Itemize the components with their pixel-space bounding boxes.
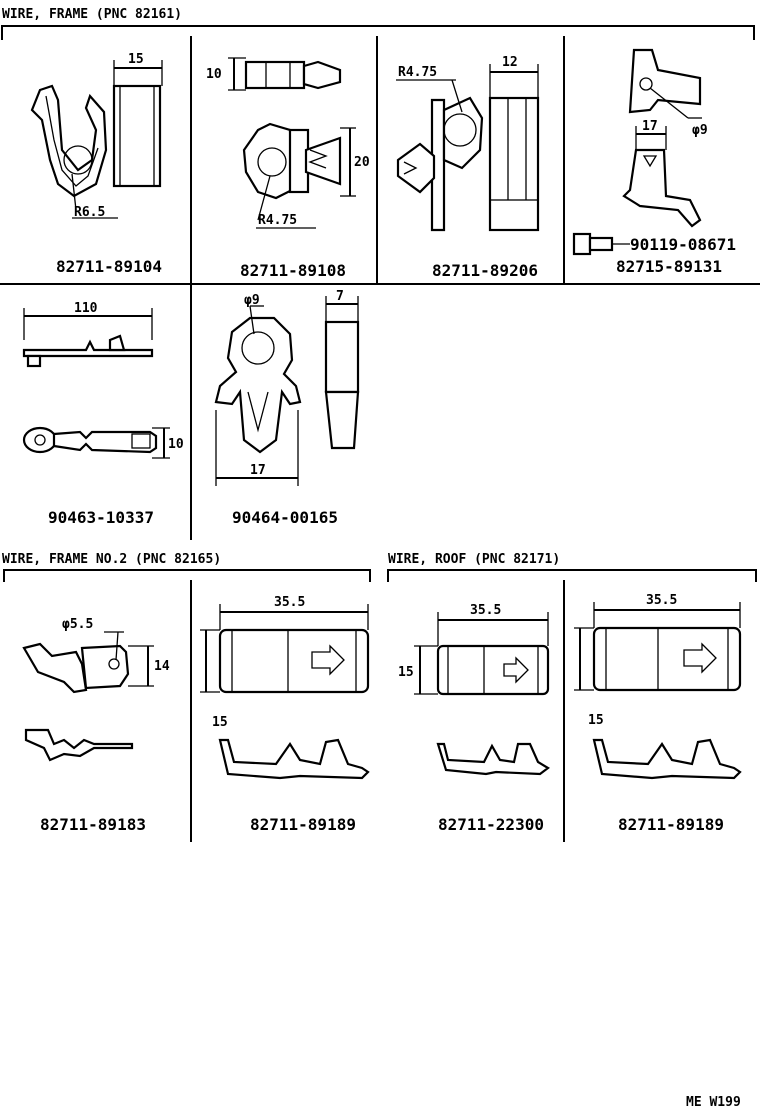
dim-length: 35.5 xyxy=(274,595,305,610)
dim-height: 15 xyxy=(588,713,604,728)
clip-82711-89183: φ5.5 14 82711-89183 xyxy=(22,617,170,834)
part-number: 82711-22300 xyxy=(438,815,544,834)
drawing-code: ME W199 xyxy=(686,1095,741,1110)
dim-width: 10 xyxy=(168,437,184,452)
bracket-82715-89131: φ9 17 90119-08671 82715-89131 xyxy=(572,48,736,276)
part-number: 82711-89104 xyxy=(56,257,162,276)
clip-90464-00165: φ9 17 7 90464-00165 xyxy=(214,289,360,527)
part-number: 90464-00165 xyxy=(232,508,338,527)
part-number-screw: 90119-08671 xyxy=(630,235,736,254)
dim-height: 15 xyxy=(398,665,414,680)
dim-hole: φ5.5 xyxy=(62,617,93,632)
dim-width: 15 xyxy=(128,52,144,67)
section-title-wire-frame: WIRE, FRAME (PNC 82161) xyxy=(2,7,182,22)
section-title-wire-roof: WIRE, ROOF (PNC 82171) xyxy=(388,552,560,567)
dim-height: 10 xyxy=(206,67,222,82)
dim-thickness: 7 xyxy=(336,289,344,304)
dim-radius: R6.5 xyxy=(74,205,105,220)
dim-length: 35.5 xyxy=(646,593,677,608)
part-number: 82711-89189 xyxy=(618,815,724,834)
dim-hole: φ9 xyxy=(692,123,708,138)
dim-width: 12 xyxy=(502,55,518,70)
dim-height: 20 xyxy=(354,155,370,170)
screw-90119-08671 xyxy=(572,232,630,256)
clip-82711-89108: 10 20 R4.75 82711-89108 xyxy=(206,57,370,280)
dim-length: 35.5 xyxy=(470,603,501,618)
part-number: 90463-10337 xyxy=(48,508,154,527)
clip-82711-89206: 12 R4.75 82711-89206 xyxy=(396,55,540,280)
part-number: 82711-89189 xyxy=(250,815,356,834)
dim-diameter: φ9 xyxy=(244,293,260,308)
section-title-wire-frame-no2: WIRE, FRAME NO.2 (PNC 82165) xyxy=(2,552,221,567)
clip-82711-89189-a: 35.5 15 82711-89189 xyxy=(200,595,370,834)
dim-width: 17 xyxy=(250,463,266,478)
band-90463-10337: 110 10 90463-10337 xyxy=(22,301,184,527)
dim-length: 110 xyxy=(74,301,98,316)
clip-82711-22300: 35.5 15 82711-22300 xyxy=(398,603,550,834)
dim-radius: R4.75 xyxy=(398,65,437,80)
dim-height: 14 xyxy=(154,659,170,674)
clip-82711-89104: 15 R6.5 82711-89104 xyxy=(30,52,163,276)
section-bracket-wire-frame xyxy=(1,25,755,40)
part-number: 82711-89183 xyxy=(40,815,146,834)
part-number: 82711-89206 xyxy=(432,261,538,280)
dim-height: 15 xyxy=(212,715,228,730)
part-number: 82715-89131 xyxy=(616,257,722,276)
part-number: 82711-89108 xyxy=(240,261,346,280)
clip-82711-89189-b: 35.5 15 82711-89189 xyxy=(574,593,742,834)
section-bracket-wire-roof xyxy=(387,569,757,582)
dim-width: 17 xyxy=(642,119,658,134)
section-bracket-wire-frame-no2 xyxy=(3,569,371,582)
dim-radius: R4.75 xyxy=(258,213,297,228)
